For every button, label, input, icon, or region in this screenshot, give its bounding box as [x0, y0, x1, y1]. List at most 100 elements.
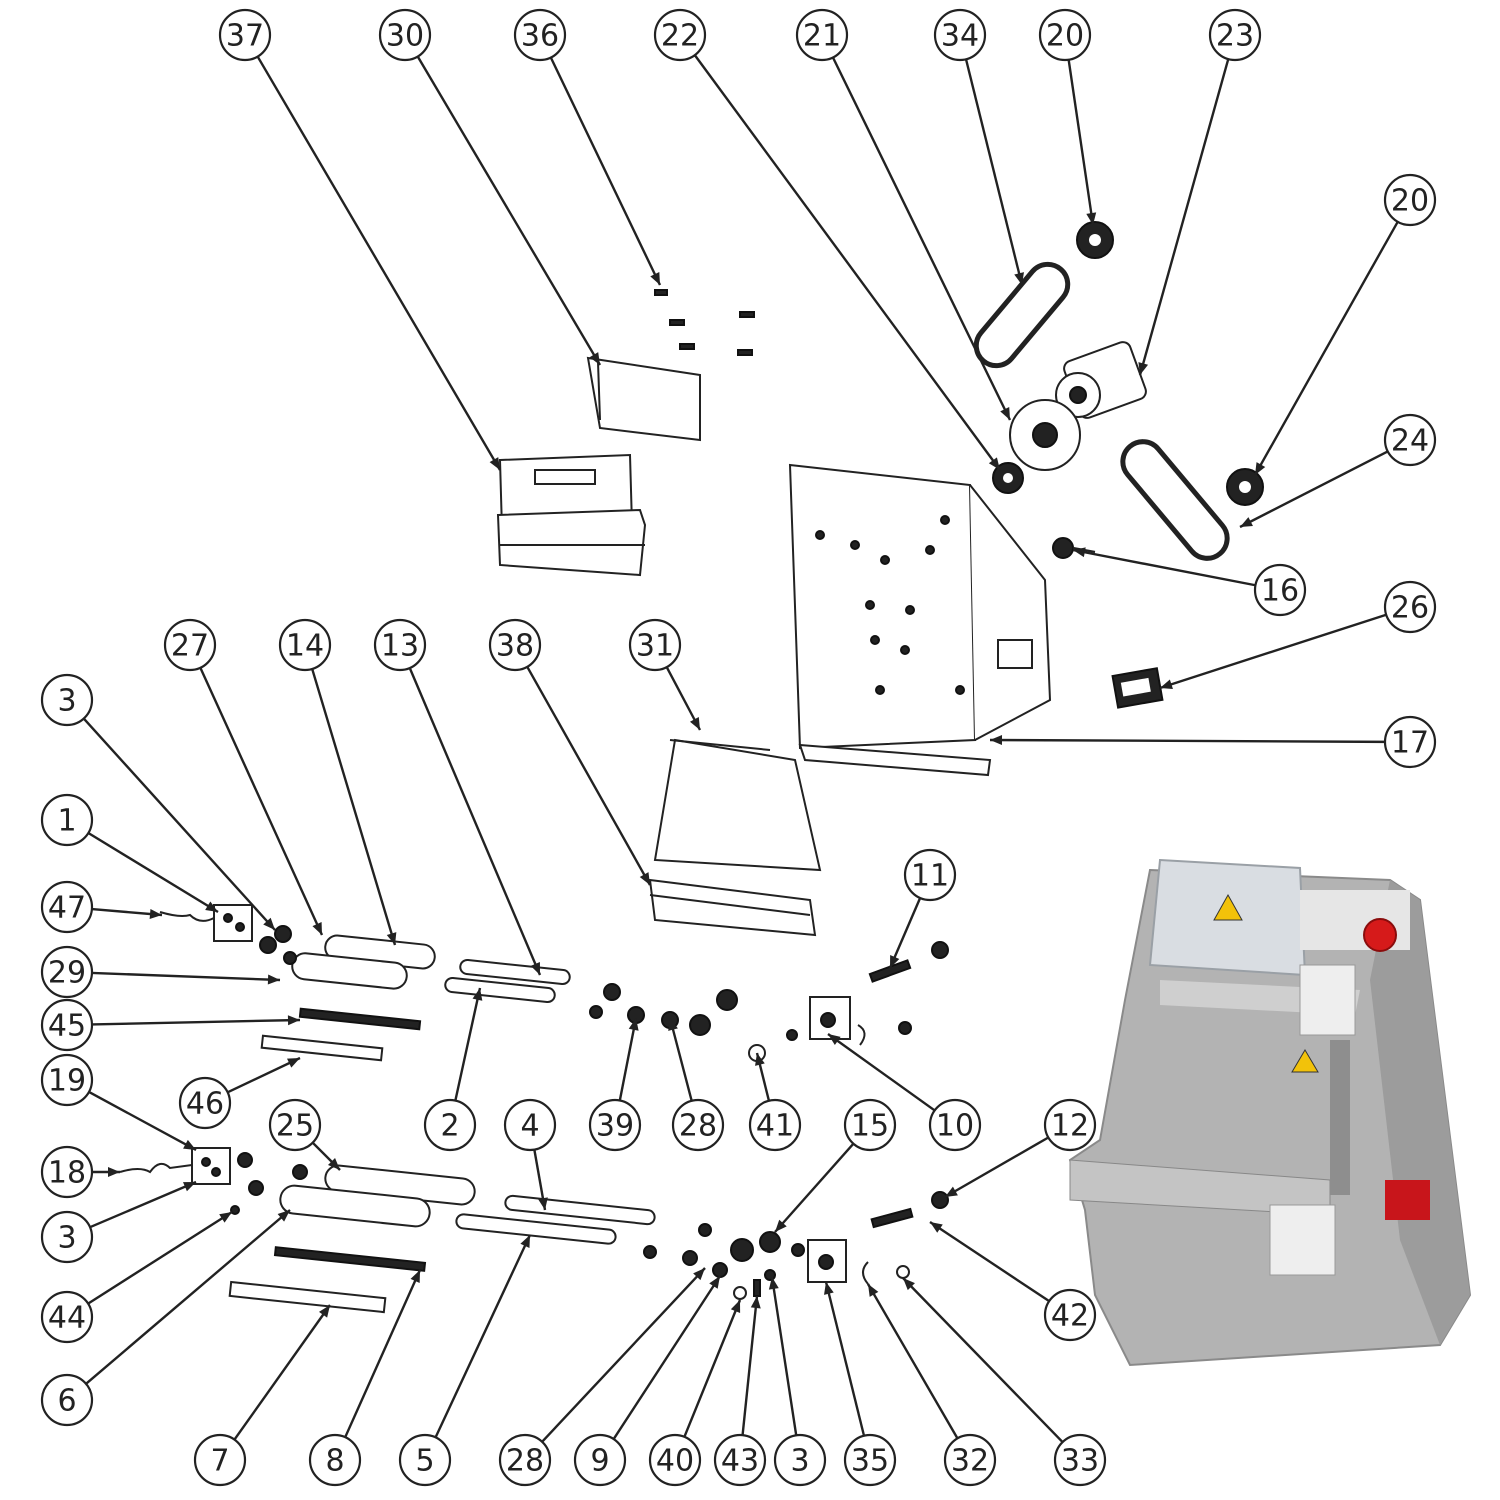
scraper-45	[298, 1007, 422, 1031]
leader-line-36	[549, 57, 662, 286]
callout-11: 11	[903, 848, 957, 902]
leader-arrowhead	[287, 1015, 300, 1026]
callout-circle	[628, 618, 682, 672]
leader-line-5	[434, 1234, 532, 1438]
leader-line-1	[87, 831, 219, 914]
callout-17: 17	[1383, 715, 1437, 769]
leader-arrowhead	[755, 1053, 765, 1066]
callout-number: 41	[756, 1109, 794, 1144]
belt-lower	[1120, 439, 1230, 561]
callout-number: 23	[1216, 19, 1254, 54]
leader-line-12	[944, 1136, 1049, 1199]
callout-circle	[748, 1098, 802, 1152]
leader-arrowhead	[1086, 212, 1097, 225]
callout-number: 20	[1046, 19, 1084, 54]
main-frame-panel	[788, 463, 1052, 777]
leader-arrowhead	[589, 352, 600, 365]
leader-line-26	[1159, 613, 1387, 690]
callout-number: 33	[1061, 1444, 1099, 1479]
leader-line-33	[902, 1277, 1064, 1443]
callout-circle	[498, 1433, 552, 1487]
callout-number: 46	[186, 1087, 224, 1122]
callout-number: 39	[596, 1109, 634, 1144]
callout-circle	[398, 1433, 452, 1487]
callout-circle	[588, 1098, 642, 1152]
callout-13: 13	[373, 618, 427, 672]
leader-line-20	[1253, 221, 1399, 476]
callout-circle	[40, 1290, 94, 1344]
callout-number: 7	[210, 1444, 229, 1479]
callout-number: 21	[803, 19, 841, 54]
leader-arrowhead	[386, 932, 397, 945]
leader-arrowhead	[868, 1284, 879, 1297]
callout-circle	[843, 1433, 897, 1487]
callout-circle	[671, 1098, 725, 1152]
callout-circle	[1043, 1098, 1097, 1152]
scraper-46	[260, 1034, 384, 1062]
callout-number: 4	[520, 1109, 539, 1144]
leader-arrowhead	[650, 272, 660, 285]
callout-number: 13	[381, 629, 419, 664]
callout-circle	[928, 1098, 982, 1152]
callout-47: 47	[40, 880, 94, 934]
leader-arrowhead	[930, 1222, 943, 1233]
callout-1: 1	[40, 793, 94, 847]
callout-circle	[218, 8, 272, 62]
leader-arrowhead	[775, 1219, 787, 1232]
callout-21: 21	[795, 8, 849, 62]
callout-circle	[1053, 1433, 1107, 1487]
callout-30: 30	[378, 8, 432, 62]
callout-circle	[40, 880, 94, 934]
leader-line-44	[87, 1210, 233, 1305]
callout-number: 3	[790, 1444, 809, 1479]
screws-top	[654, 289, 755, 356]
leader-arrowhead	[668, 1018, 678, 1031]
leader-arrowhead	[990, 735, 1003, 746]
leader-line-16	[1072, 548, 1256, 587]
callout-33: 33	[1053, 1433, 1107, 1487]
leader-arrowhead	[410, 1270, 420, 1283]
callout-number: 34	[941, 19, 979, 54]
callout-number: 3	[57, 1221, 76, 1256]
callout-number: 16	[1261, 574, 1299, 609]
callout-16: 16	[1253, 563, 1307, 617]
callout-20: 20	[1383, 173, 1437, 227]
callout-23: 23	[1208, 8, 1262, 62]
callout-number: 40	[656, 1444, 694, 1479]
leader-arrowhead	[327, 1157, 340, 1170]
callout-circle	[795, 8, 849, 62]
callout-circle	[178, 1076, 232, 1130]
callout-circle	[193, 1433, 247, 1487]
callout-10: 10	[928, 1098, 982, 1152]
leader-line-35	[824, 1281, 866, 1437]
callout-number: 36	[521, 19, 559, 54]
callout-circle	[1043, 1288, 1097, 1342]
callout-circle	[843, 1098, 897, 1152]
callout-9: 9	[573, 1433, 627, 1487]
leader-line-27	[199, 667, 324, 936]
shield-plate	[653, 738, 822, 872]
callout-number: 12	[1051, 1109, 1089, 1144]
brand-label	[1385, 1180, 1430, 1220]
roller-29	[291, 952, 408, 990]
callout-20: 20	[1038, 8, 1092, 62]
leader-lines	[82, 54, 1399, 1443]
callout-34: 34	[933, 8, 987, 62]
leader-arrowhead	[824, 1282, 834, 1295]
leader-arrowhead	[1160, 679, 1173, 690]
parts-layer	[119, 221, 1264, 1314]
scraper-8	[273, 1246, 427, 1272]
callout-40: 40	[648, 1433, 702, 1487]
callout-circle	[648, 1433, 702, 1487]
callout-circle	[308, 1433, 362, 1487]
callout-circle	[1038, 8, 1092, 62]
callout-14: 14	[278, 618, 332, 672]
callout-number: 6	[57, 1384, 76, 1419]
leader-line-14	[311, 668, 397, 946]
leader-arrowhead	[988, 457, 1000, 470]
leader-arrowhead	[1138, 362, 1149, 375]
callout-number: 20	[1391, 184, 1429, 219]
warning-triangle-icon	[1291, 1049, 1319, 1073]
leader-arrowhead	[287, 1058, 300, 1068]
